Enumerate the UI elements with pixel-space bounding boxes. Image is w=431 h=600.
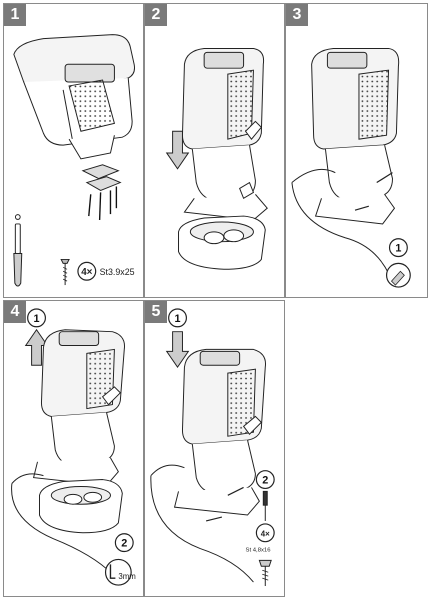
- step-3-number: 3: [286, 4, 308, 26]
- step-4-tool-label: 3mm: [118, 572, 136, 581]
- step-1-panel: 1: [3, 3, 144, 298]
- step-2-number: 2: [145, 4, 167, 26]
- screws: [88, 186, 118, 221]
- callout-2-badge: [255, 470, 275, 490]
- step-4-number: 4: [4, 301, 26, 323]
- step-5-callout-mid: 2: [262, 474, 268, 486]
- screw-icon: [60, 258, 70, 286]
- count-badge: [77, 261, 97, 281]
- armrest-unit: [173, 348, 267, 516]
- step-3-callout: 1: [395, 243, 401, 255]
- clip: [239, 181, 255, 200]
- step-5-number: 5: [145, 301, 167, 323]
- callout-1-badge: [27, 308, 46, 328]
- step-3-panel: 3 1: [285, 3, 428, 298]
- count-badge: [255, 523, 275, 543]
- step-5-panel: 5 1 2: [144, 300, 285, 597]
- callout-2-badge: [114, 533, 134, 553]
- armrest-unit: [32, 329, 126, 534]
- latch: [244, 120, 262, 140]
- enlarged-outline: [291, 182, 389, 274]
- enlarged-outline: [11, 483, 113, 575]
- screwdriver-icon: [13, 214, 23, 287]
- step-5-illustration: 1 2 4× St 4,8x16: [150, 308, 275, 587]
- step-1-number: 1: [4, 4, 26, 26]
- step-3-illustration: 1: [291, 47, 411, 288]
- step-4-illustration: 1 2 3mm: [11, 308, 136, 586]
- step-4-callout-bottom: 2: [121, 538, 127, 550]
- step-5-callout-top: 1: [175, 313, 181, 325]
- callout-1-badge: [388, 238, 408, 258]
- step-1-illustration: 4× St3.9x25: [13, 34, 135, 287]
- step-1-screw-label: St3.9x25: [100, 267, 135, 277]
- step-4-panel: 4 1: [3, 300, 144, 597]
- step-2-panel: 2: [144, 3, 285, 298]
- enlarged-outline: [150, 475, 254, 583]
- step-2-illustration: [165, 47, 268, 270]
- screwdriver-bit-icon: [262, 490, 268, 521]
- up-arrow-icon: [24, 328, 49, 366]
- callout-1-badge: [168, 308, 187, 328]
- armrest-unit: [178, 47, 268, 270]
- armrest-unit: [13, 34, 135, 160]
- step-5-screw-label: St 4,8x16: [246, 548, 272, 554]
- mounting-bracket: [81, 164, 122, 191]
- down-arrow-icon: [165, 331, 190, 369]
- step-4-callout-top: 1: [34, 313, 40, 325]
- step-5-count-label: 4×: [261, 530, 270, 539]
- down-arrow-icon: [165, 130, 190, 170]
- armrest-unit: [311, 47, 400, 225]
- screw-icon: [258, 559, 272, 587]
- step-1-count-label: 4×: [81, 267, 92, 278]
